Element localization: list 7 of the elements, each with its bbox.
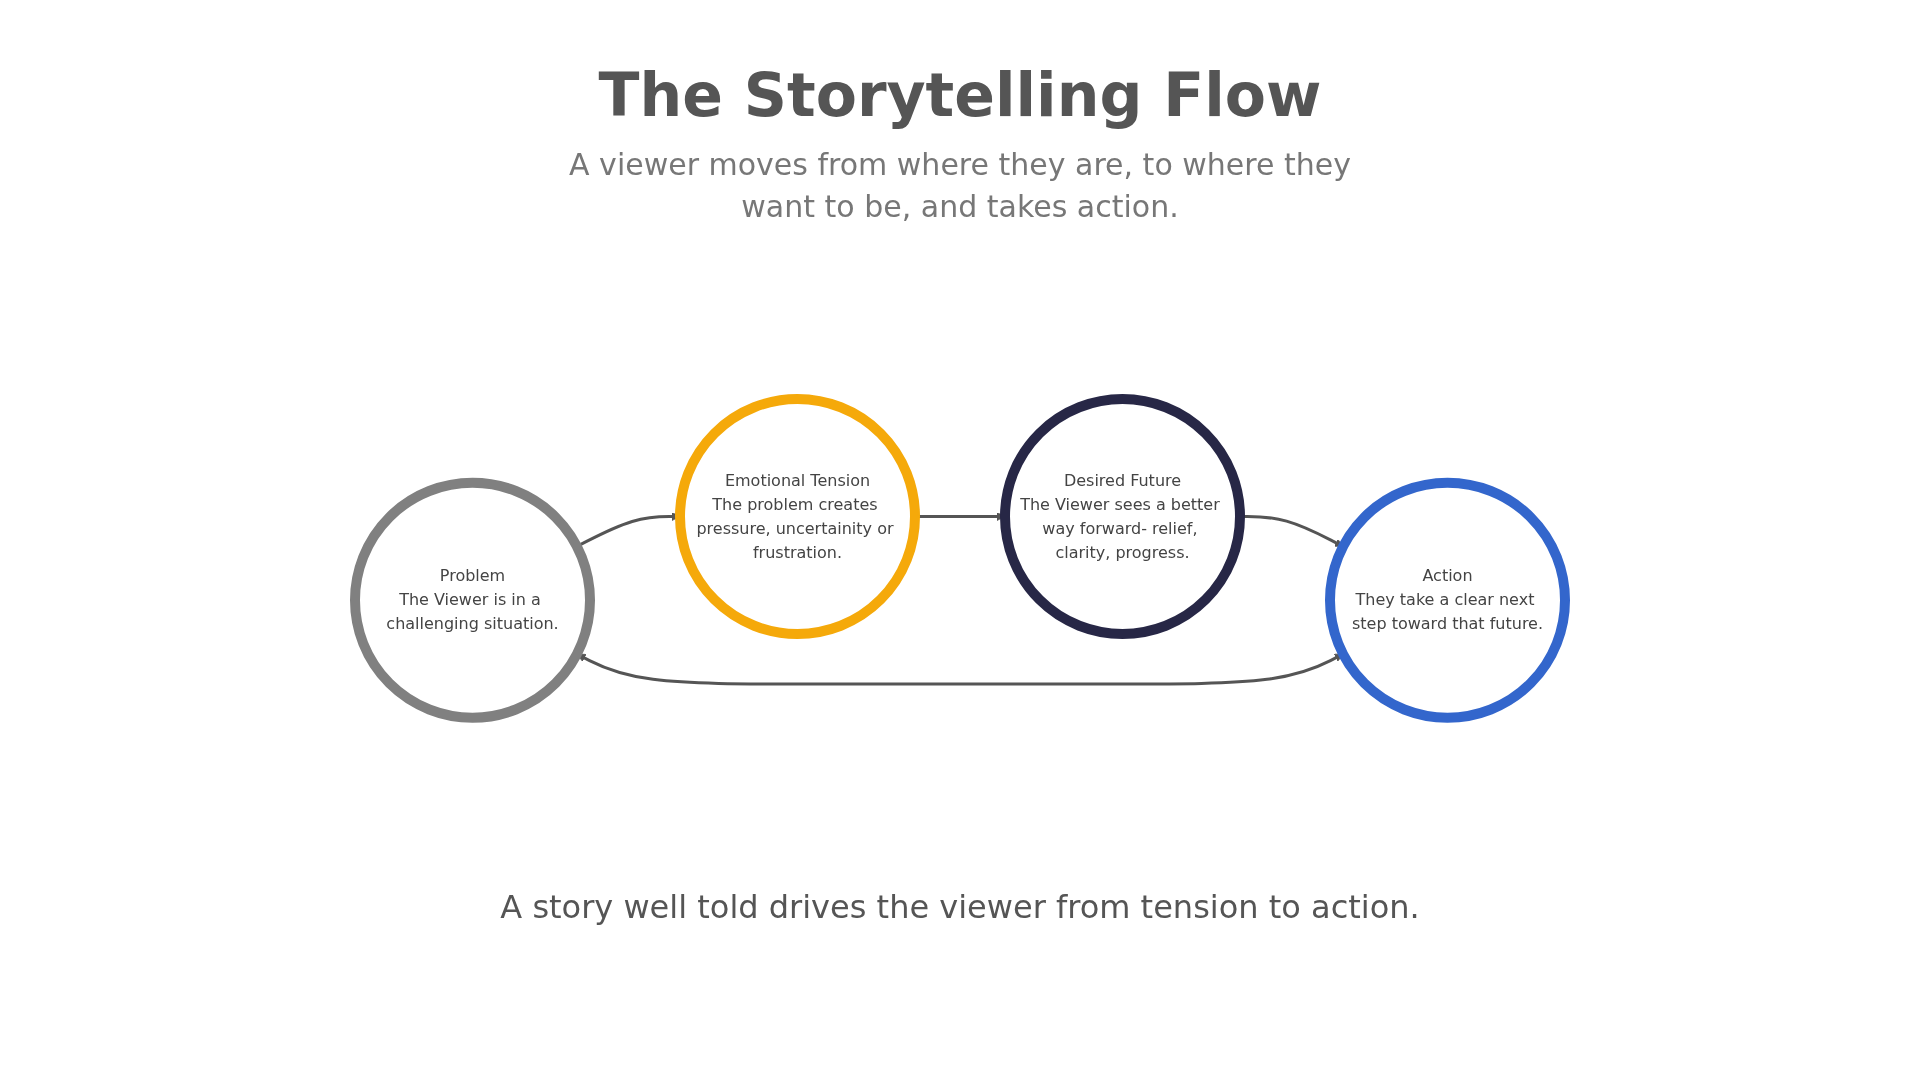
node-circle: Action They take a clear next step toward that future.	[1325, 477, 1570, 723]
title: The Storytelling Flow	[598, 60, 1322, 130]
node-circle: Problem The Viewer is in a challenging situation.	[350, 477, 595, 723]
node-circle: Emotional Tension The problem creates pressure, uncertainity or frustration.	[675, 393, 920, 639]
caption: A story well told drives the viewer from tension to action.	[500, 888, 1420, 926]
node-circle: Desired Future The Viewer sees a better way forward- relief, clarity, progress.	[1000, 393, 1245, 639]
subtitle: A viewer moves from where they are, to where they want to be, and takes action.	[568, 146, 1352, 226]
